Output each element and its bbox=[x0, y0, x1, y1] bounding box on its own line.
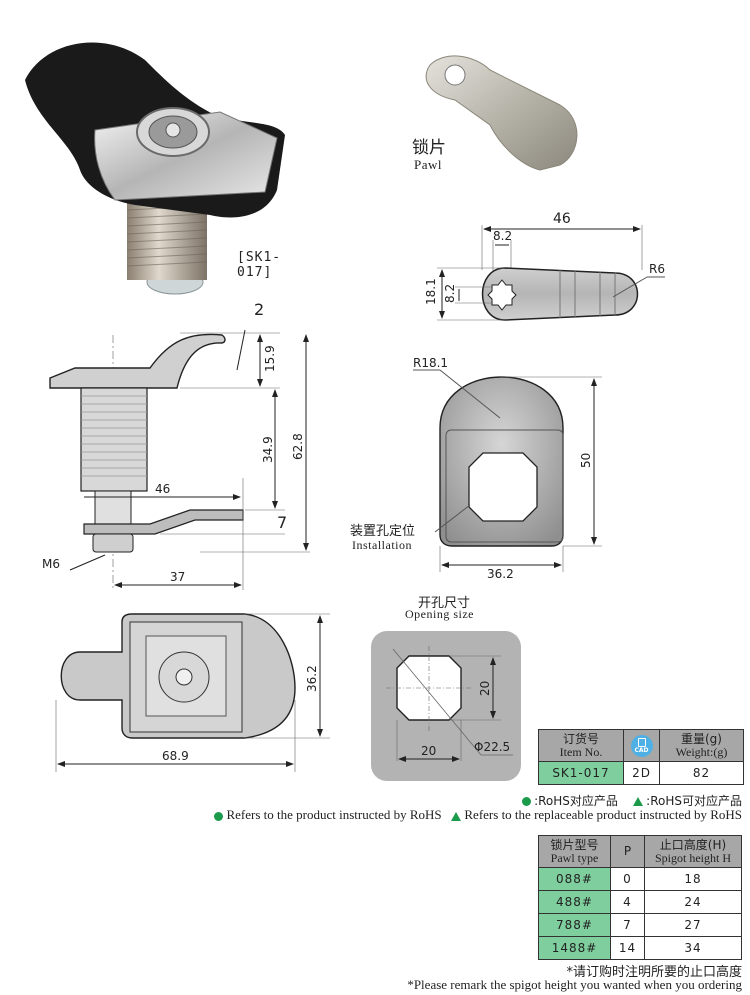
dim-pawl-hole: 8.2 bbox=[493, 229, 512, 243]
rohs-circle-icon bbox=[522, 797, 532, 806]
item-table-header: 订货号 Item No. CAD 重量(g) Weight:(g) bbox=[538, 729, 744, 762]
dim-front-height: 50 bbox=[579, 453, 593, 468]
dim-pawl-thick: 7 bbox=[277, 513, 287, 532]
footnote-en: *Please remark the spigot height you wan… bbox=[407, 977, 742, 992]
product-code-label: [SK1-017] bbox=[237, 250, 282, 280]
table-row: 488# 4 24 bbox=[538, 890, 742, 914]
rohs-legend-en: Refers to the product instructed by RoHS… bbox=[214, 807, 742, 823]
product-photo: [SK1-017] bbox=[15, 20, 295, 310]
p-value: 14 bbox=[610, 936, 645, 960]
dim-pawl-length: 46 bbox=[553, 211, 571, 227]
opening-size-drawing: Φ22.5 20 20 bbox=[371, 631, 521, 781]
pawl-label-en: Pawl bbox=[414, 157, 442, 172]
dim-pawl-radius: R6 bbox=[649, 262, 665, 276]
dim-top-length: 68.9 bbox=[162, 749, 189, 763]
cad-type[interactable]: 2D bbox=[623, 761, 660, 785]
opening-title-en: Opening size bbox=[405, 607, 474, 621]
p-value: 7 bbox=[610, 913, 645, 937]
header-pawl-type: 锁片型号 Pawl type bbox=[538, 835, 611, 868]
table-row: 1488# 14 34 bbox=[538, 936, 742, 960]
dim-front-width: 36.2 bbox=[487, 567, 514, 581]
p-value: 4 bbox=[610, 890, 645, 914]
top-view-drawing: 36.2 68.9 bbox=[55, 613, 330, 772]
side-view-drawing: 15.9 2 34.9 62.8 7 46 37 M6 bbox=[42, 300, 310, 590]
front-view-drawing: R18.1 50 36.2 bbox=[413, 356, 602, 581]
p-value: 0 bbox=[610, 867, 645, 891]
dim-lip: 2 bbox=[254, 300, 264, 319]
header-item-no: 订货号 Item No. bbox=[538, 729, 624, 762]
pawl-type-table: 锁片型号 Pawl type P 止口高度(H) Spigot height H… bbox=[538, 835, 742, 960]
table-row: 088# 0 18 bbox=[538, 867, 742, 891]
dim-front-radius: R18.1 bbox=[413, 356, 448, 370]
dim-total: 62.8 bbox=[291, 433, 305, 460]
dim-opening-diag: Φ22.5 bbox=[474, 740, 510, 754]
pawl-type: 488# bbox=[538, 890, 611, 914]
spigot-height: 24 bbox=[644, 890, 742, 914]
table-row: SK1-017 2D 82 bbox=[538, 761, 744, 785]
dim-head-height: 15.9 bbox=[263, 345, 277, 372]
opening-title-cn: 开孔尺寸 bbox=[418, 596, 471, 611]
dim-pawl-width: 18.1 bbox=[424, 278, 438, 305]
spigot-height: 34 bbox=[644, 936, 742, 960]
dim-pawl-length-side: 46 bbox=[155, 482, 170, 496]
pawl-drawing: 46 8.2 18.1 8.2 R6 bbox=[424, 211, 665, 321]
dim-offset: 37 bbox=[170, 570, 185, 584]
pawl-type: 088# bbox=[538, 867, 611, 891]
installation-label-en: Installation bbox=[352, 538, 412, 552]
dim-opening-w: 20 bbox=[421, 744, 436, 758]
header-p: P bbox=[610, 835, 645, 868]
footnote-cn: *请订购时注明所要的止口高度 bbox=[566, 965, 742, 980]
rohs-triangle-icon bbox=[633, 797, 644, 806]
header-cad: CAD bbox=[623, 729, 660, 762]
pawl-label-cn: 锁片 bbox=[412, 138, 446, 158]
dim-opening-h: 20 bbox=[478, 681, 492, 696]
spigot-height: 18 bbox=[644, 867, 742, 891]
table-row: 788# 7 27 bbox=[538, 913, 742, 937]
spigot-height: 27 bbox=[644, 913, 742, 937]
item-table: 订货号 Item No. CAD 重量(g) Weight:(g) SK1-01… bbox=[538, 729, 744, 785]
dim-pawl-hole-v: 8.2 bbox=[443, 284, 457, 303]
lock-photo-illustration bbox=[25, 42, 285, 295]
dim-top-width: 36.2 bbox=[305, 665, 319, 692]
rohs-legend-cn: :RoHS对应产品 :RoHS可对应产品 bbox=[522, 792, 742, 809]
header-weight: 重量(g) Weight:(g) bbox=[659, 729, 744, 762]
rohs-triangle-icon bbox=[451, 811, 462, 821]
pawl-photo bbox=[425, 55, 578, 171]
cad-icon: CAD bbox=[630, 734, 653, 757]
dim-body: 34.9 bbox=[261, 436, 275, 463]
rohs-circle-icon bbox=[214, 811, 224, 821]
dim-screw: M6 bbox=[42, 557, 60, 571]
pawl-table-header: 锁片型号 Pawl type P 止口高度(H) Spigot height H bbox=[538, 835, 742, 868]
item-number: SK1-017 bbox=[538, 761, 624, 785]
weight-value: 82 bbox=[659, 761, 744, 785]
header-spigot-height: 止口高度(H) Spigot height H bbox=[644, 835, 742, 868]
installation-label-cn: 装置孔定位 bbox=[350, 524, 416, 539]
pawl-type: 788# bbox=[538, 913, 611, 937]
pawl-type: 1488# bbox=[538, 936, 611, 960]
